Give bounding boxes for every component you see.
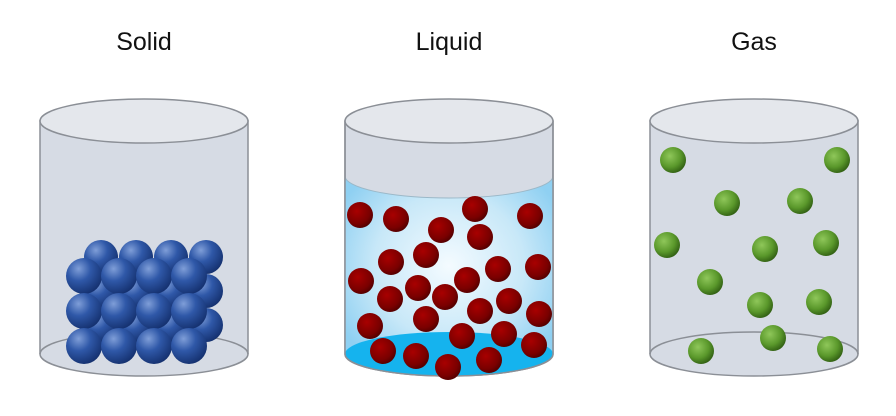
solid-particle (171, 328, 207, 364)
solid-particle (101, 258, 137, 294)
gas-particle (824, 147, 850, 173)
gas-particle (787, 188, 813, 214)
solid-particle (171, 258, 207, 294)
liquid-particle (476, 347, 502, 373)
solid-particle (101, 328, 137, 364)
solid-particles (66, 240, 223, 364)
gas-particle (714, 190, 740, 216)
liquid-particle (413, 306, 439, 332)
liquid-label: Liquid (415, 28, 483, 56)
liquid-particle (370, 338, 396, 364)
liquid-particle (357, 313, 383, 339)
liquid-particle (347, 202, 373, 228)
liquid-particle (403, 343, 429, 369)
liquid-particle (467, 224, 493, 250)
liquid-particle (383, 206, 409, 232)
liquid-particle (454, 267, 480, 293)
liquid-particle (526, 301, 552, 327)
solid-particle (171, 293, 207, 329)
gas-particle (806, 289, 832, 315)
liquid-particle (378, 249, 404, 275)
liquid-particle (485, 256, 511, 282)
gas-particle (688, 338, 714, 364)
liquid-particle (428, 217, 454, 243)
gas-label: Gas (731, 28, 777, 56)
gas-particle (747, 292, 773, 318)
liquid-particle (432, 284, 458, 310)
solid-particle (66, 293, 102, 329)
liquid-particle (413, 242, 439, 268)
gas-particle (660, 147, 686, 173)
solid-container (39, 98, 249, 377)
solid-particle (136, 293, 172, 329)
liquid-particle (405, 275, 431, 301)
solid-particle (66, 328, 102, 364)
liquid-container (344, 98, 554, 380)
liquid-particle (377, 286, 403, 312)
liquid-particle (435, 354, 461, 380)
liquid-particles (347, 196, 552, 380)
liquid-particle (449, 323, 475, 349)
gas-particle (817, 336, 843, 362)
liquid-particle (525, 254, 551, 280)
gas-particle (813, 230, 839, 256)
solid-particle (66, 258, 102, 294)
gas-particle (697, 269, 723, 295)
gas-particle (654, 232, 680, 258)
liquid-particle (348, 268, 374, 294)
liquid-particle (491, 321, 517, 347)
liquid-particle (462, 196, 488, 222)
solid-label: Solid (116, 28, 172, 56)
gas-particles (654, 147, 850, 364)
liquid-particle (496, 288, 522, 314)
solid-particle (136, 258, 172, 294)
gas-particle (760, 325, 786, 351)
liquid-particle (467, 298, 493, 324)
gas-particle (752, 236, 778, 262)
liquid-particle (521, 332, 547, 358)
solid-particle (101, 293, 137, 329)
solid-particle (136, 328, 172, 364)
liquid-particle (517, 203, 543, 229)
gas-container (649, 98, 859, 377)
